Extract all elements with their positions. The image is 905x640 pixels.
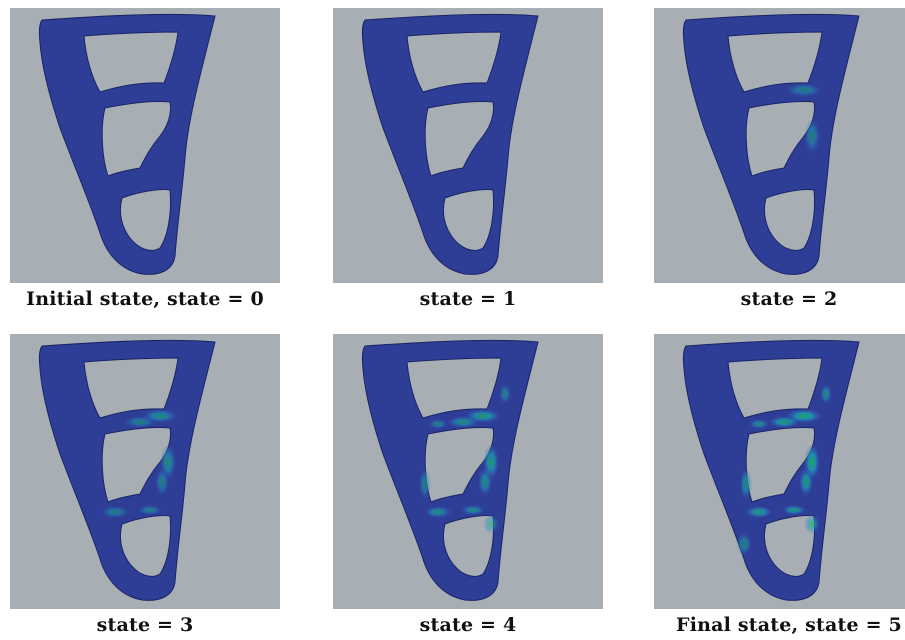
stress-hotspot <box>138 505 162 515</box>
stress-hotspot <box>804 118 820 154</box>
stress-hotspot <box>799 468 813 496</box>
stress-hotspot <box>461 505 485 515</box>
stress-hotspot <box>124 416 156 428</box>
stress-hotspot <box>499 384 511 404</box>
stress-hotspot <box>424 506 452 518</box>
stress-hotspot <box>483 514 499 534</box>
state-3-image <box>10 334 280 609</box>
state-0-image <box>10 8 280 283</box>
stress-hotspot <box>749 419 769 429</box>
bone-structure-drawing <box>361 13 539 275</box>
stress-hotspot <box>745 506 773 518</box>
stress-hotspot <box>782 505 806 515</box>
state-4-image <box>333 334 603 609</box>
stress-hotspot <box>428 419 448 429</box>
state-5-caption: Final state, state = 5 <box>676 614 902 636</box>
stress-hotspot <box>736 532 752 556</box>
bone-structure-drawing <box>682 339 860 601</box>
state-2-image <box>654 8 905 283</box>
bone-structure-drawing <box>682 13 860 275</box>
stress-hotspot <box>419 468 431 500</box>
stress-hotspot <box>804 514 820 534</box>
bone-structure-drawing <box>38 339 216 601</box>
state-0-caption: Initial state, state = 0 <box>26 288 264 310</box>
state-4-caption: state = 4 <box>419 614 517 636</box>
bone-structure-drawing <box>38 13 216 275</box>
stress-hotspot <box>768 416 800 428</box>
state-3-caption: state = 3 <box>96 614 194 636</box>
state-5-image <box>654 334 905 609</box>
stress-hotspot <box>740 468 752 500</box>
stress-hotspot <box>478 468 492 496</box>
state-2-caption: state = 2 <box>740 288 838 310</box>
stress-hotspot <box>101 506 129 518</box>
stress-hotspot <box>786 83 822 97</box>
stress-hotspot <box>155 468 169 496</box>
stress-hotspot <box>447 416 479 428</box>
state-1-image <box>333 8 603 283</box>
bone-structure-drawing <box>361 339 539 601</box>
stress-hotspot <box>820 384 832 404</box>
state-1-caption: state = 1 <box>419 288 517 310</box>
